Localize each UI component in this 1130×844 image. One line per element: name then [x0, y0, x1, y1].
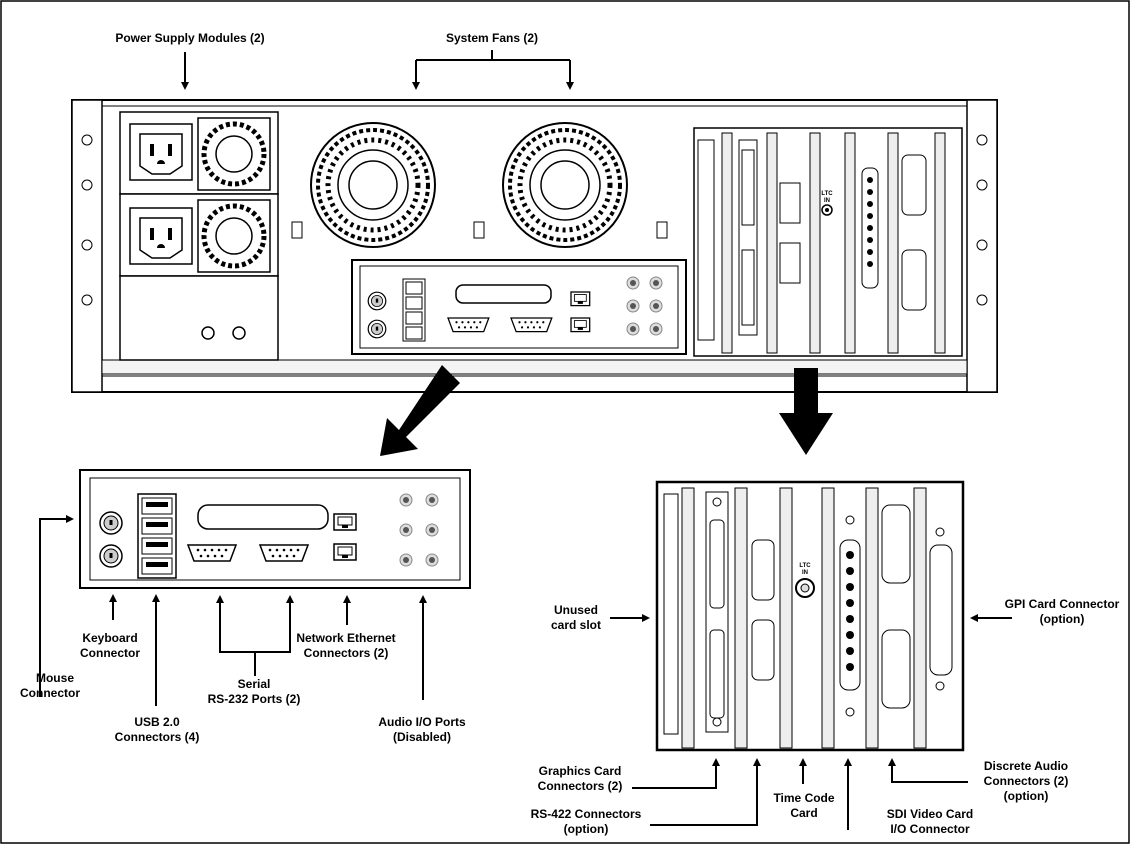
serial-label-line2: RS-232 Ports (2): [208, 692, 301, 706]
io-callout-lines: [39, 515, 427, 706]
system-fans-label: System Fans (2): [446, 31, 538, 45]
discrete-audio-card: [881, 504, 911, 709]
io-panel-enlarged: [79, 469, 471, 589]
network-label-line2: Connectors (2): [304, 646, 389, 660]
time-code-label-line1: Time Code: [773, 791, 834, 805]
graphics-label-line2: Connectors (2): [538, 779, 623, 793]
ethernet-port-1: [333, 513, 357, 531]
card-cage-enlarged: LTC IN: [655, 480, 965, 752]
usb-label-line2: Connectors (4): [115, 730, 200, 744]
io-panel-small: [351, 259, 687, 355]
sdi-label-line2: I/O Connector: [890, 822, 970, 836]
power-supply-label: Power Supply Modules (2): [115, 31, 264, 45]
mouse-label-line1: Mouse: [36, 671, 74, 685]
time-code-label-line2: Card: [790, 806, 817, 820]
keyboard-port: [99, 544, 123, 568]
unused-slot-bracket: [663, 493, 679, 735]
keyboard-label-line1: Keyboard: [82, 631, 137, 645]
discrete-audio-label-line3: (option): [1004, 789, 1049, 803]
zoom-arrow-cards: [779, 368, 833, 455]
usb-ports: [137, 493, 177, 579]
unused-slot-label-line2: card slot: [551, 618, 601, 632]
system-fans-arrow: [412, 50, 574, 90]
discrete-audio-label-line1: Discrete Audio: [984, 759, 1068, 773]
serial-port-1: [187, 544, 237, 562]
ltc-label-small: LTC: [821, 191, 833, 197]
ethernet-port-2: [333, 543, 357, 561]
network-label-line1: Network Ethernet: [296, 631, 395, 645]
time-code-card: LTC IN: [795, 563, 815, 598]
system-fans: [291, 123, 668, 247]
ltc-label: LTC: [799, 563, 811, 569]
sdi-video-card: [839, 515, 861, 717]
ltc-in-label-small: IN: [824, 198, 830, 204]
rs422-card: [751, 539, 775, 681]
mouse-label-line2: Connector: [20, 686, 80, 700]
mouse-port: [99, 511, 123, 535]
serial-label-line1: Serial: [238, 677, 271, 691]
card-callout-lines: [610, 614, 1012, 830]
parallel-port: [197, 504, 329, 530]
keyboard-label-line2: Connector: [80, 646, 140, 660]
rs422-label-line1: RS-422 Connectors: [531, 807, 642, 821]
sdi-label-line1: SDI Video Card: [887, 807, 973, 821]
audio-label-line2: (Disabled): [393, 730, 451, 744]
ltc-in-label: IN: [802, 570, 808, 576]
serial-port-2: [259, 544, 309, 562]
rs422-label-line2: (option): [564, 822, 609, 836]
discrete-audio-label-line2: Connectors (2): [984, 774, 1069, 788]
zoom-arrow-io: [380, 365, 460, 456]
usb-label-line1: USB 2.0: [134, 715, 180, 729]
graphics-card: [705, 491, 729, 733]
unused-slot-label-line1: Unused: [554, 603, 598, 617]
chassis-rear-view: LTC IN: [71, 99, 998, 393]
audio-label-line1: Audio I/O Ports: [378, 715, 466, 729]
power-supply-modules: [119, 111, 279, 361]
gpi-card: [929, 527, 953, 691]
graphics-label-line1: Graphics Card: [539, 764, 622, 778]
gpi-label-line2: (option): [1040, 612, 1085, 626]
card-cage-small: LTC IN: [693, 127, 963, 357]
gpi-label-line1: GPI Card Connector: [1005, 597, 1120, 611]
